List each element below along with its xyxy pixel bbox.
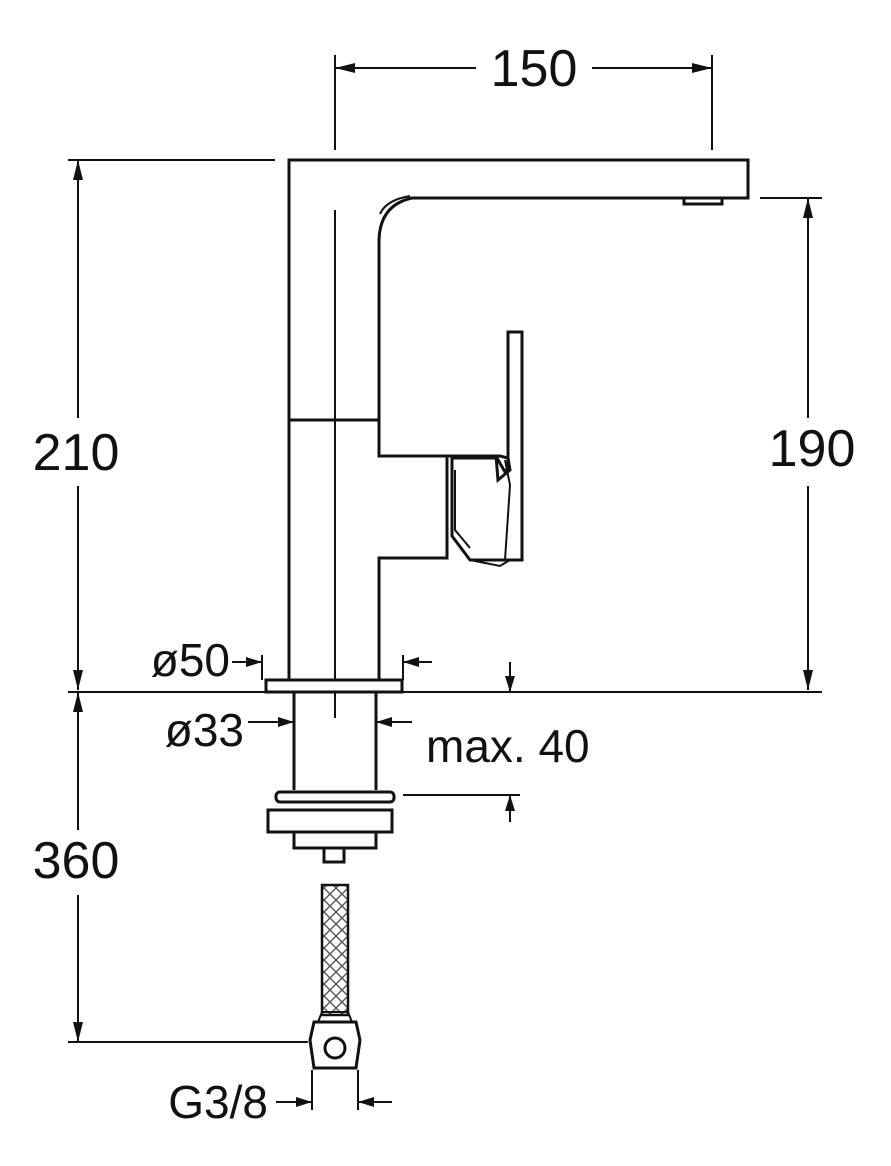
dim-spout-height bbox=[760, 197, 822, 690]
dim-total-height bbox=[68, 159, 275, 690]
dim-shank-diameter bbox=[248, 717, 412, 727]
connector-stub bbox=[322, 846, 346, 864]
lever-handle bbox=[450, 330, 524, 562]
fixing-nut bbox=[266, 808, 394, 834]
label-hose-length: 360 bbox=[33, 832, 120, 890]
hose-nut-bore bbox=[323, 1036, 347, 1060]
dim-connection-thread bbox=[276, 1070, 392, 1110]
hose-ferrule bbox=[317, 1011, 353, 1023]
label-shank-diameter: ø33 bbox=[165, 704, 244, 756]
label-max-deck: max. 40 bbox=[426, 720, 590, 772]
label-spout-reach: 150 bbox=[491, 40, 578, 98]
lever-handle-detail bbox=[454, 459, 512, 561]
fixing-nut-lower bbox=[292, 832, 378, 850]
label-total-height: 210 bbox=[33, 424, 120, 482]
lower-body-outline bbox=[289, 418, 449, 688]
base-flange bbox=[264, 678, 404, 694]
dim-base-diameter bbox=[232, 655, 432, 680]
fixing-washer bbox=[274, 790, 396, 804]
lever-base bbox=[469, 559, 511, 568]
dim-max-deck bbox=[403, 662, 520, 822]
spout-outline bbox=[287, 158, 750, 688]
label-base-diameter: ø50 bbox=[151, 634, 230, 686]
label-connection-thread: G3/8 bbox=[168, 1076, 268, 1128]
shank bbox=[292, 692, 378, 790]
spout-inner-curve bbox=[379, 195, 411, 215]
aerator bbox=[682, 198, 724, 206]
braided-hose-icon bbox=[308, 883, 362, 1070]
hose-braid bbox=[320, 883, 350, 1017]
dim-spout-reach bbox=[334, 55, 713, 150]
dim-hose-length bbox=[68, 692, 308, 1043]
hose-nut bbox=[308, 1020, 362, 1070]
cartridge-block bbox=[447, 454, 512, 483]
label-spout-height: 190 bbox=[769, 420, 856, 478]
